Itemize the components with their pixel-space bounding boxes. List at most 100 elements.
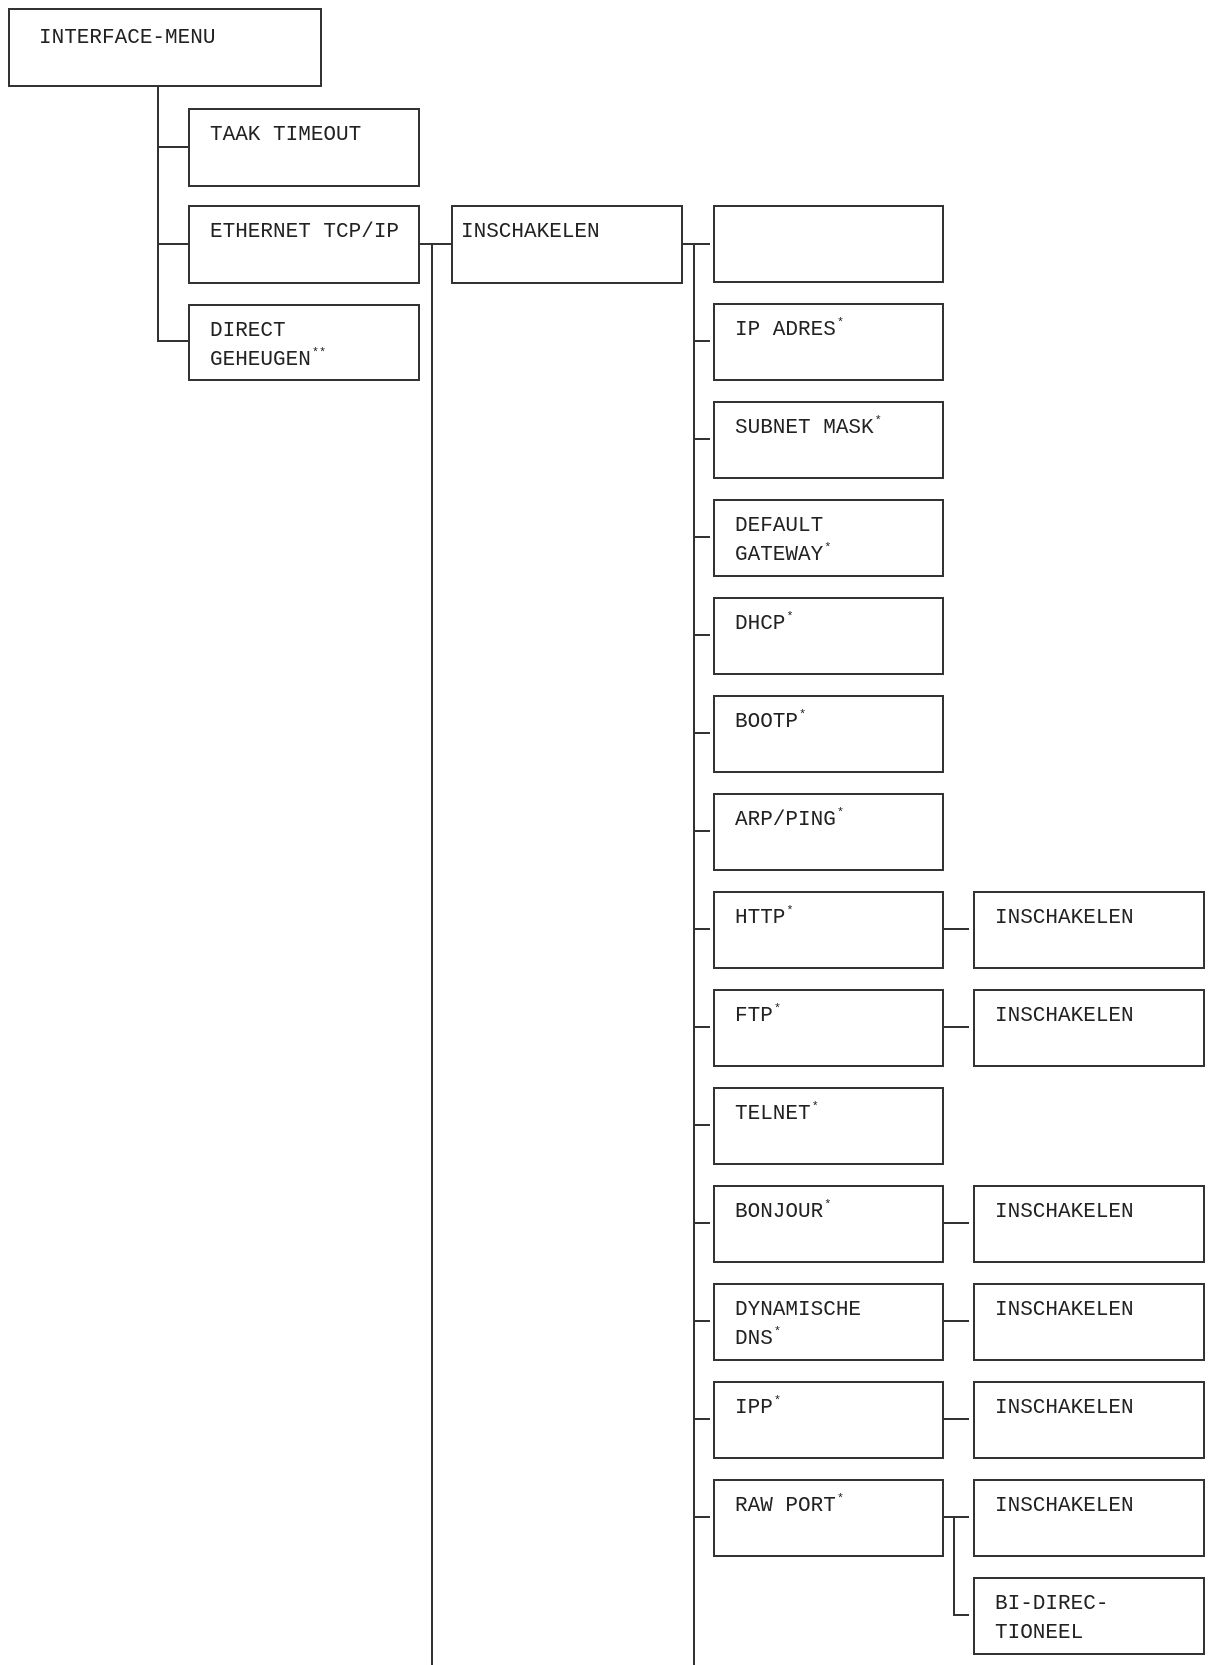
node-label-text: BOOTP (735, 711, 799, 734)
node-label: DIRECT GEHEUGEN** (210, 317, 326, 375)
node-label-text: BONJOUR (735, 1201, 824, 1224)
connector-ipp (693, 1418, 710, 1420)
node-label-text: GEHEUGEN (210, 349, 311, 372)
connector-dynamische-dns-inschakelen (937, 1320, 969, 1322)
node-interface-menu: INTERFACE-MENU (8, 8, 322, 87)
node-label-text: SUBNET MASK (735, 417, 874, 440)
node-ip-adres: IP ADRES* (713, 303, 944, 381)
node-label-line: INSCHAKELEN (995, 1201, 1134, 1224)
node-raw-port: RAW PORT* (713, 1479, 944, 1557)
node-label: INSCHAKELEN (995, 1296, 1134, 1325)
node-label-text: RAW PORT (735, 1495, 836, 1518)
node-label: INSCHAKELEN (995, 1492, 1134, 1521)
footnote-mark: * (773, 1394, 782, 1408)
node-label-line: DIRECT (210, 320, 286, 343)
node-label: BONJOUR* (735, 1198, 831, 1227)
node-label-line: TIONEEL (995, 1622, 1084, 1645)
node-label: BI-DIREC- TIONEEL (995, 1590, 1108, 1648)
footnote-mark: * (811, 1100, 819, 1114)
node-label: INSCHAKELEN (995, 904, 1134, 933)
node-label: INSCHAKELEN (461, 218, 600, 247)
node-label-line: INSCHAKELEN (995, 907, 1134, 930)
node-label-text: GATEWAY (735, 544, 824, 567)
node-label: TAAK TIMEOUT (210, 121, 361, 150)
connector-bonjour (693, 1222, 710, 1224)
node-label-line: INSCHAKELEN (995, 1397, 1134, 1420)
connector-raw-port (693, 1516, 710, 1518)
node-label-text: DYNAMISCHE (735, 1299, 862, 1322)
node-label: ARP/PING* (735, 806, 844, 835)
connector-ethernet-inschakelen (417, 243, 451, 245)
footnote-mark: * (824, 541, 832, 555)
node-label-line: FTP* (735, 1002, 781, 1031)
node-label: IP ADRES* (735, 316, 844, 345)
node-label-line: GATEWAY* (735, 541, 831, 570)
node-bonjour-inschakelen: INSCHAKELEN (973, 1185, 1205, 1263)
connector-raw-port-branch (953, 1516, 955, 1616)
node-label-line: ETHERNET TCP/IP (210, 221, 400, 244)
node-label-line: BI-DIREC- (995, 1593, 1109, 1616)
node-blank (713, 205, 944, 283)
connector-dhcp (693, 634, 710, 636)
node-label-line: INSCHAKELEN (995, 1005, 1134, 1028)
connector-ip-adres (693, 340, 710, 342)
node-label-line: INTERFACE-MENU (39, 27, 216, 50)
connector-http-inschakelen (937, 928, 969, 930)
footnote-mark: * (786, 610, 794, 624)
node-raw-port-bi-directioneel: BI-DIREC- TIONEEL (973, 1577, 1205, 1655)
node-dynamische-dns: DYNAMISCHE DNS* (713, 1283, 944, 1361)
connector-bonjour-inschakelen (937, 1222, 969, 1224)
node-label-line: INSCHAKELEN (995, 1299, 1134, 1322)
connector-ipp-inschakelen (937, 1418, 969, 1420)
node-label-line: DNS* (735, 1325, 861, 1354)
connector-direct-geheugen (157, 340, 189, 342)
node-label-text: IP ADRES (735, 319, 836, 342)
node-bootp: BOOTP* (713, 695, 944, 773)
node-ipp-inschakelen: INSCHAKELEN (973, 1381, 1205, 1459)
node-label: DYNAMISCHE DNS* (735, 1296, 861, 1354)
node-dynamische-dns-inschakelen: INSCHAKELEN (973, 1283, 1205, 1361)
node-label-text: DNS (735, 1328, 773, 1351)
node-label-line: RAW PORT* (735, 1492, 844, 1521)
node-arp-ping: ARP/PING* (713, 793, 944, 871)
node-label-line: HTTP* (735, 904, 794, 933)
node-telnet: TELNET* (713, 1087, 944, 1165)
node-label-line: BOOTP* (735, 708, 806, 737)
node-label: INSCHAKELEN (995, 1002, 1134, 1031)
node-direct-geheugen: DIRECT GEHEUGEN** (188, 304, 420, 381)
node-label-text: TELNET (735, 1103, 811, 1126)
node-label-text: ARP/PING (735, 809, 836, 832)
node-label-line: DYNAMISCHE (735, 1296, 861, 1325)
node-ftp: FTP* (713, 989, 944, 1067)
node-label: TELNET* (735, 1100, 819, 1129)
connector-bootp (693, 732, 710, 734)
node-label: IPP* (735, 1394, 781, 1423)
node-label-text: FTP (735, 1005, 773, 1028)
node-label-line: IP ADRES* (735, 316, 844, 345)
footnote-mark: * (773, 1325, 782, 1339)
node-label-text: DEFAULT (735, 515, 824, 538)
connector-ftp (693, 1026, 710, 1028)
node-label: SUBNET MASK* (735, 414, 882, 443)
node-label: DEFAULT GATEWAY* (735, 512, 831, 570)
connector-http (693, 928, 710, 930)
node-label-line: INSCHAKELEN (461, 221, 600, 244)
node-label-line: GEHEUGEN** (210, 346, 326, 375)
node-dhcp: DHCP* (713, 597, 944, 675)
footnote-mark: * (874, 414, 882, 428)
connector-default-gateway (693, 536, 710, 538)
node-label: DHCP* (735, 610, 794, 639)
node-taak-timeout: TAAK TIMEOUT (188, 108, 420, 187)
connector-subnet-mask (693, 438, 710, 440)
connector-root-trunk (157, 85, 159, 342)
node-label-line: DHCP* (735, 610, 794, 639)
node-inschakelen: INSCHAKELEN (451, 205, 683, 284)
node-http-inschakelen: INSCHAKELEN (973, 891, 1205, 969)
connector-ethernet (157, 243, 189, 245)
node-label-text: DHCP (735, 613, 786, 636)
connector-arp-ping (693, 830, 710, 832)
connector-dynamische-dns (693, 1320, 710, 1322)
connector-taak-timeout (157, 146, 189, 148)
node-label-line: BONJOUR* (735, 1198, 831, 1227)
